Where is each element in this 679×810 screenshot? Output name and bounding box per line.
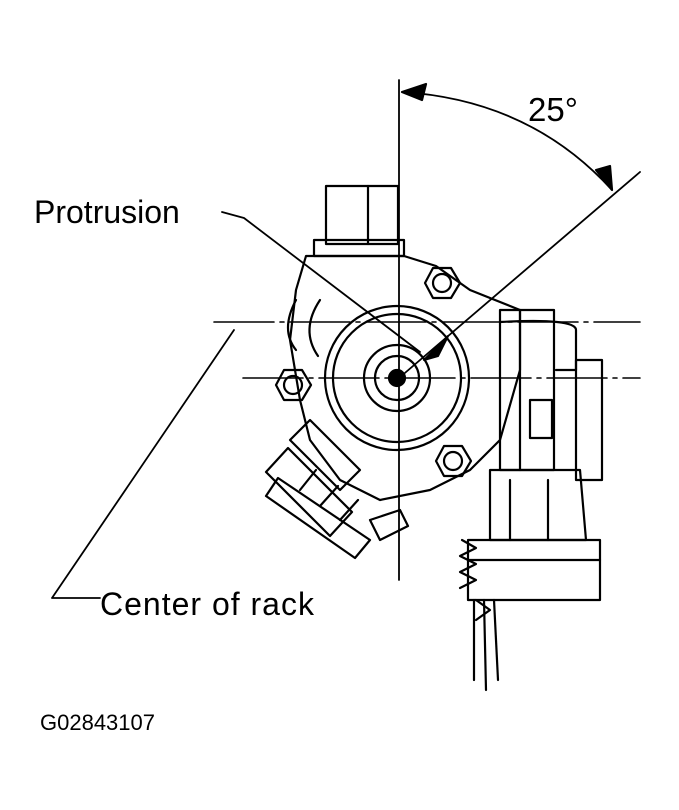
bolt-upper-right xyxy=(423,266,462,300)
protrusion-leader xyxy=(221,211,449,361)
pinion-bore xyxy=(323,304,471,452)
lower-left-fitting xyxy=(264,418,410,560)
bolt-left xyxy=(274,368,313,402)
center-of-rack-leader xyxy=(51,329,235,599)
horizontal-center-lines xyxy=(213,321,641,379)
right-housing xyxy=(498,308,604,482)
angle-label: 25° xyxy=(528,91,578,128)
center-of-rack-label: Center of rack xyxy=(100,586,315,622)
bolt-lower-right xyxy=(434,444,473,478)
figure-id: G02843107 xyxy=(40,710,155,735)
lower-connector xyxy=(458,468,602,692)
upper-connector xyxy=(312,184,406,258)
protrusion-label: Protrusion xyxy=(34,194,180,230)
angle-arc xyxy=(400,82,614,192)
